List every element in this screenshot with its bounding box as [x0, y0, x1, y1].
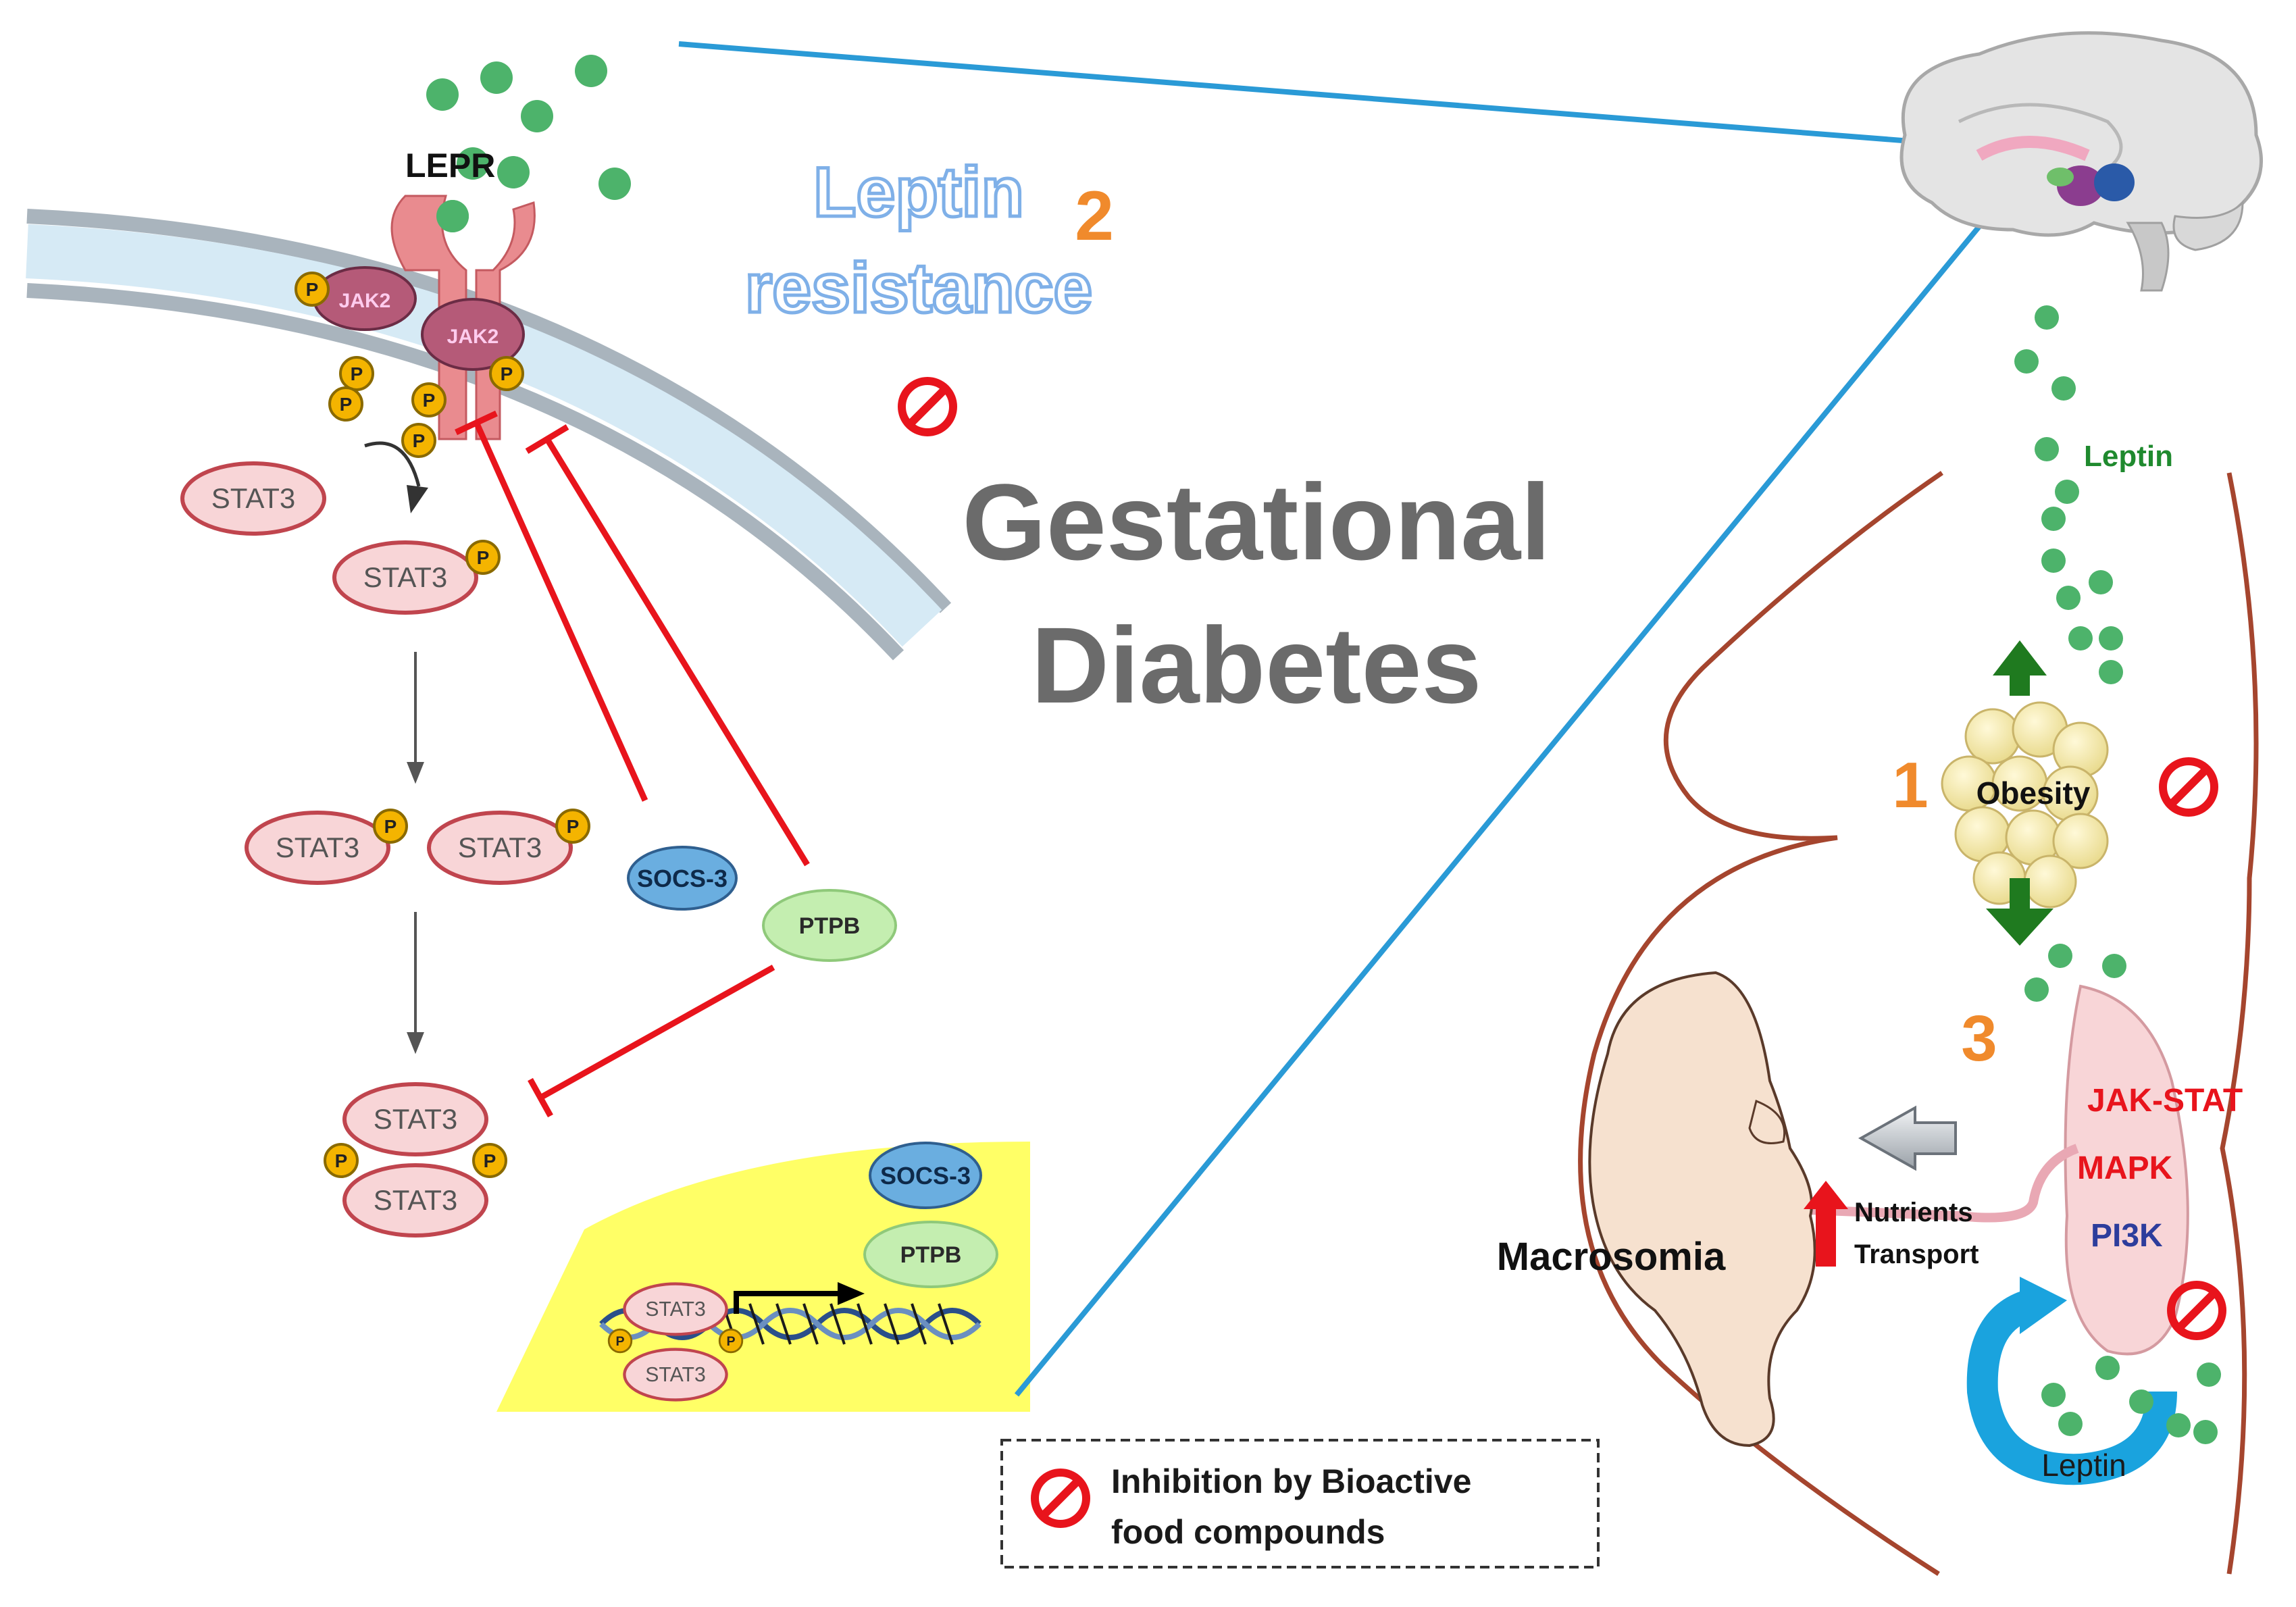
- leptin-stream: [2014, 305, 2123, 684]
- ptpb-protein: PTPB: [762, 889, 897, 962]
- stat3-phosphorylated: STAT3 P: [334, 540, 501, 613]
- stat3-pair-right: STAT3 P: [429, 809, 590, 883]
- blue-cycle-arrow-icon: [1966, 1277, 2177, 1485]
- macrosomia-label: Macrosomia: [1497, 1235, 1726, 1279]
- stat3-label: STAT3: [645, 1298, 706, 1321]
- main-title: Gestational Diabetes: [962, 461, 1550, 725]
- stat3-dimer: STAT3 STAT3 P P: [324, 1084, 507, 1235]
- stat3-bound-bottom: STAT3: [624, 1350, 726, 1400]
- phospho-label: P: [477, 547, 490, 568]
- phospho-label: P: [384, 816, 397, 837]
- ptpb-label: PTPB: [900, 1242, 962, 1268]
- pathway-jak-stat: JAK-STAT: [2087, 1083, 2243, 1119]
- leptin-molecules-placenta: [2024, 944, 2126, 1002]
- socs3-protein: SOCS-3: [627, 846, 738, 911]
- stat3-label: STAT3: [458, 832, 542, 863]
- transcription-arrow: [734, 1282, 865, 1314]
- stat3-label: STAT3: [363, 561, 447, 593]
- mother-silhouette: [1578, 471, 2259, 1576]
- placenta-number: 3: [1961, 1002, 1997, 1075]
- prohibition-icon: [2163, 761, 2214, 813]
- jak2-right-label: JAK2: [447, 326, 499, 348]
- obesity-number: 1: [1892, 749, 1928, 821]
- red-up-arrow-icon: [1804, 1181, 1848, 1267]
- stat3-label: STAT3: [211, 482, 295, 514]
- ptpb-label: PTPB: [799, 913, 861, 939]
- stat3-inactive: STAT3: [182, 463, 324, 534]
- phospho-label: P: [501, 363, 513, 384]
- legend-box: Inhibition by Bioactive food compounds: [1000, 1439, 1600, 1568]
- stat3-pair-left: STAT3 P: [247, 809, 408, 883]
- nucleus-region: SOCS-3 PTPB STAT3 STAT3 P P: [496, 1142, 1030, 1412]
- prohibition-icon: [2171, 1285, 2222, 1336]
- cell-membrane: [26, 209, 952, 661]
- main-title-line2: Diabetes: [1031, 605, 1482, 725]
- phospho-label: P: [726, 1334, 735, 1349]
- brain: [1899, 31, 2263, 292]
- pathway-pi3k: PI3K: [2091, 1218, 2163, 1254]
- leptin-molecules-cycle: [2041, 1356, 2221, 1444]
- phospho-label: P: [335, 1150, 348, 1171]
- socs3-label: SOCS-3: [637, 865, 728, 892]
- leptin-resistance-heading: Leptin resistance 2: [743, 152, 1114, 330]
- main-title-line1: Gestational: [962, 461, 1550, 582]
- pathway-mapk: MAPK: [2077, 1150, 2173, 1186]
- stat3-recruit-arrow: [364, 441, 421, 487]
- jak2-right: JAK2: [421, 298, 525, 371]
- jak2-left-label: JAK2: [339, 290, 391, 312]
- obesity-label: Obesity: [1976, 775, 2091, 811]
- ptpb-expressed: PTPB: [863, 1221, 998, 1288]
- leptin-molecules-extracellular: [426, 55, 631, 232]
- phospho-label: P: [351, 363, 363, 384]
- phospho-label: P: [615, 1334, 624, 1349]
- phospho-label: P: [306, 279, 319, 300]
- leptin-top-label: Leptin: [2084, 440, 2173, 473]
- stat3-label: STAT3: [645, 1364, 706, 1386]
- phospho-label: P: [413, 430, 426, 451]
- lepr-label: LEPR: [405, 147, 495, 184]
- leptin-resistance-line1: Leptin: [813, 153, 1024, 232]
- legend-line2: food compounds: [1111, 1513, 1385, 1551]
- connector-lines: [678, 41, 1999, 1397]
- green-down-arrow-icon: [1986, 878, 2053, 946]
- stat3-recruit-arrowhead: [407, 485, 428, 513]
- stat3-label: STAT3: [276, 832, 359, 863]
- phospho-label: P: [340, 394, 353, 415]
- inhibition-lines: [455, 410, 810, 1118]
- grey-left-arrow-icon: [1858, 1105, 1957, 1171]
- stat3-label: STAT3: [374, 1103, 457, 1135]
- legend-line1: Inhibition by Bioactive: [1111, 1462, 1471, 1500]
- fetus: [1588, 971, 1816, 1448]
- leptin-bottom-label: Leptin: [2041, 1448, 2126, 1483]
- green-up-arrow-icon: [1993, 640, 2047, 696]
- phospho-label: P: [484, 1150, 496, 1171]
- nutrients-line1: Nutrients: [1854, 1198, 1973, 1227]
- prohibition-icon: [902, 381, 953, 432]
- jak2-left: JAK2: [313, 266, 417, 331]
- phospho-label: P: [567, 816, 580, 837]
- phospho-label: P: [423, 390, 436, 411]
- leptin-resistance-line2: resistance: [745, 249, 1093, 328]
- socs3-expressed: SOCS-3: [869, 1142, 982, 1209]
- socs3-label: SOCS-3: [880, 1162, 971, 1190]
- stat3-label: STAT3: [374, 1184, 457, 1216]
- fat-cells: [1941, 701, 2109, 909]
- nutrients-line2: Transport: [1854, 1240, 1979, 1269]
- stat3-bound-top: STAT3: [624, 1284, 726, 1335]
- receptor-phosphorylations: P P P P P P: [295, 272, 524, 458]
- pathway-down-arrows: [407, 652, 424, 1054]
- leptin-resistance-number: 2: [1075, 177, 1114, 255]
